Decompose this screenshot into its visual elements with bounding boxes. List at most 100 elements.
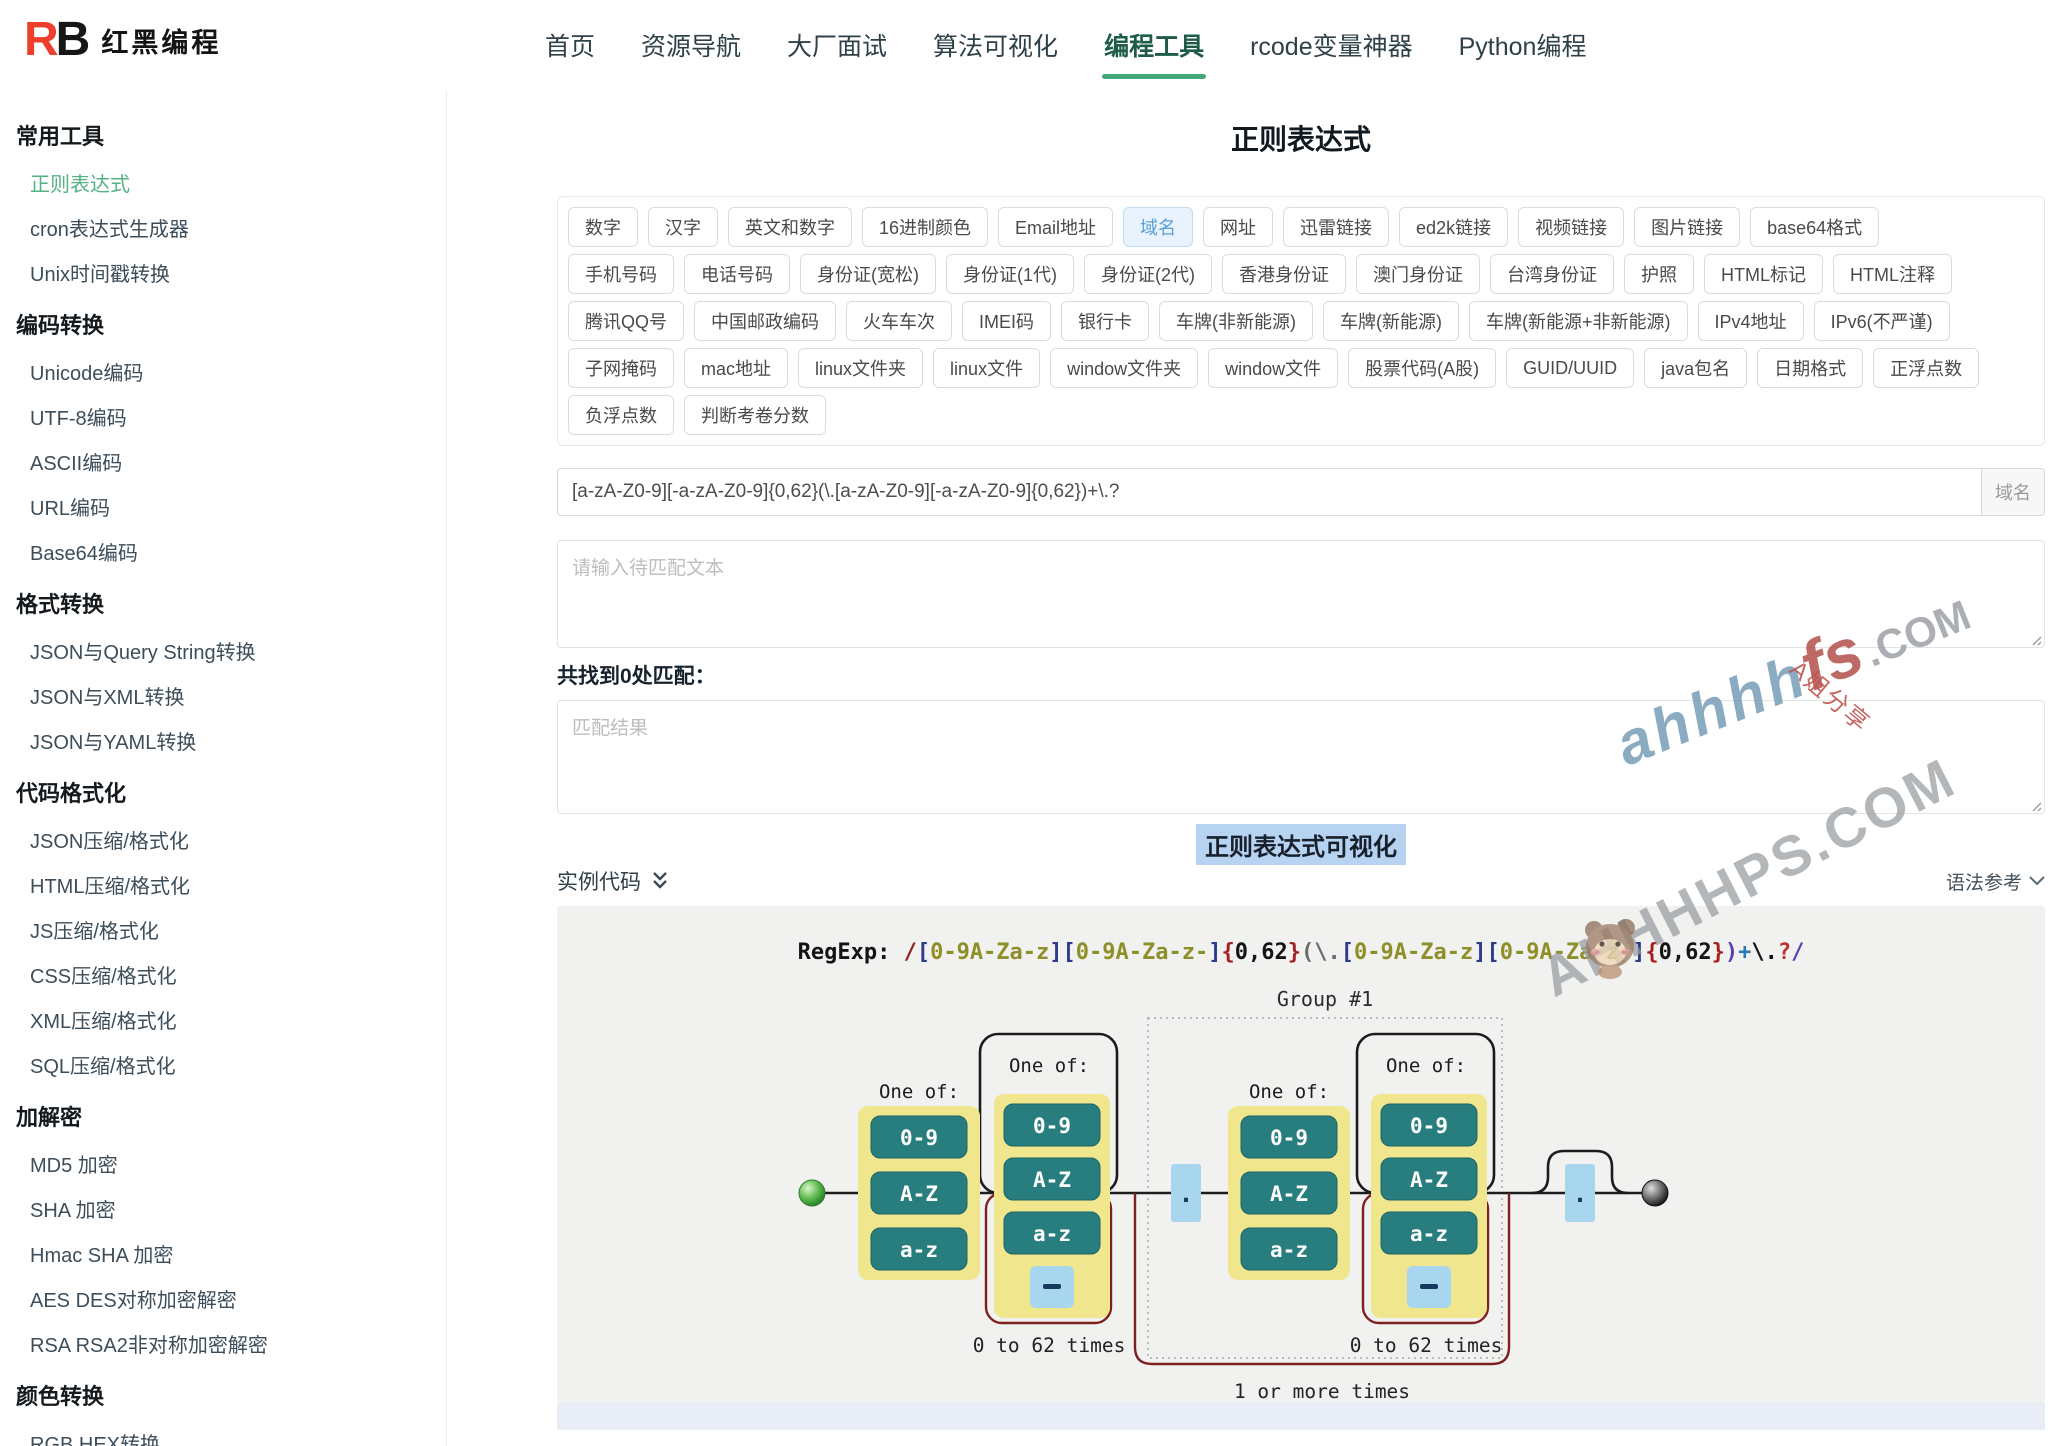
preset-row: 手机号码电话号码身份证(宽松)身份证(1代)身份证(2代)香港身份证澳门身份证台… (568, 254, 2034, 294)
preset-button[interactable]: ed2k链接 (1399, 207, 1509, 247)
preset-button[interactable]: 英文和数字 (728, 207, 852, 247)
preset-button[interactable]: Email地址 (998, 207, 1114, 247)
sidebar-item[interactable]: AES DES对称加密解密 (30, 1290, 237, 1312)
preset-button[interactable]: 迅雷链接 (1283, 207, 1390, 247)
preset-button[interactable]: 车牌(新能源) (1323, 301, 1460, 341)
nav-item[interactable]: 大厂面试 (787, 33, 888, 61)
nav-item[interactable]: 首页 (545, 33, 596, 61)
preset-button[interactable]: 判断考卷分数 (684, 395, 826, 435)
preset-button[interactable]: 中国邮政编码 (694, 301, 837, 341)
group-repeat-loop (1133, 1193, 1511, 1366)
regexp-token: 0-9A-Za-z (1353, 940, 1474, 965)
regex-pattern-input[interactable] (557, 468, 1981, 516)
resize-handle[interactable] (2028, 798, 2042, 812)
example-code-toggle[interactable]: 实例代码 (557, 866, 670, 896)
preset-button[interactable]: window文件夹 (1050, 348, 1199, 388)
nav-item[interactable]: Python编程 (1458, 33, 1587, 61)
end-node (1641, 1179, 1669, 1207)
sidebar-item[interactable]: JSON与Query String转换 (30, 642, 256, 664)
sidebar-item[interactable]: JSON与YAML转换 (30, 732, 197, 754)
one-of-label: One of: (879, 1081, 959, 1103)
preset-button[interactable]: window文件 (1208, 348, 1339, 388)
sidebar-item[interactable]: RGB HEX转换 (30, 1434, 161, 1446)
preset-button[interactable]: IMEI码 (962, 301, 1052, 341)
preset-button[interactable]: 火车车次 (846, 301, 953, 341)
preset-button[interactable]: HTML注释 (1833, 254, 1952, 294)
site-logo[interactable]: RB 红黑编程 (24, 16, 221, 64)
regexp-token: [ (916, 940, 931, 965)
preset-button[interactable]: 手机号码 (568, 254, 674, 294)
preset-button[interactable]: 车牌(非新能源) (1159, 301, 1314, 341)
preset-button[interactable]: 身份证(宽松) (800, 254, 936, 294)
preset-button[interactable]: 护照 (1624, 254, 1694, 294)
preset-button[interactable]: 汉字 (648, 207, 718, 247)
sidebar-item[interactable]: Unix时间戳转换 (30, 264, 171, 286)
sidebar-item[interactable]: SQL压缩/格式化 (30, 1056, 176, 1078)
preset-button[interactable]: 正浮点数 (1873, 348, 1980, 388)
quantifier-label: 0 to 62 times (1350, 1334, 1503, 1357)
nav-item[interactable]: 编程工具 (1102, 27, 1207, 79)
nav-item[interactable]: 资源导航 (641, 33, 742, 61)
logo-mark: RB (24, 13, 90, 66)
regexp-token: ( (1300, 940, 1315, 965)
sidebar-item[interactable]: URL编码 (30, 498, 111, 520)
preset-button[interactable]: 子网掩码 (568, 348, 674, 388)
preset-button[interactable]: 日期格式 (1757, 348, 1864, 388)
preset-button[interactable]: IPv4地址 (1697, 301, 1804, 341)
logo-letter-r: R (24, 13, 59, 66)
resize-handle[interactable] (2028, 632, 2042, 646)
sidebar-item[interactable]: 正则表达式 (30, 174, 130, 196)
preset-button[interactable]: 域名 (1123, 207, 1194, 247)
char-range-box: A-Z (1270, 1182, 1308, 1206)
preset-button[interactable]: 身份证(2代) (1084, 254, 1212, 294)
preset-button[interactable]: 股票代码(A股) (1348, 348, 1497, 388)
preset-button[interactable]: mac地址 (684, 348, 789, 388)
match-text-input[interactable] (557, 540, 2045, 648)
preset-button[interactable]: 腾讯QQ号 (568, 301, 685, 341)
preset-button[interactable]: 网址 (1203, 207, 1274, 247)
preset-button[interactable]: 台湾身份证 (1490, 254, 1614, 294)
sidebar-item[interactable]: Hmac SHA 加密 (30, 1245, 174, 1267)
sidebar-item[interactable]: cron表达式生成器 (30, 219, 189, 241)
preset-button[interactable]: 图片链接 (1634, 207, 1741, 247)
preset-button[interactable]: 车牌(新能源+非新能源) (1469, 301, 1688, 341)
match-result-output[interactable] (557, 700, 2045, 814)
sidebar-item[interactable]: JSON压缩/格式化 (30, 831, 189, 853)
sidebar-item[interactable]: JSON与XML转换 (30, 687, 185, 709)
sidebar-item[interactable]: UTF-8编码 (30, 408, 127, 430)
preset-button[interactable]: 澳门身份证 (1356, 254, 1480, 294)
dot-glyph: . (1179, 1180, 1193, 1208)
sidebar-item[interactable]: HTML压缩/格式化 (30, 876, 190, 898)
nav-item[interactable]: rcode变量神器 (1250, 33, 1413, 61)
preset-button[interactable]: 数字 (568, 207, 638, 247)
preset-button[interactable]: 16进制颜色 (862, 207, 989, 247)
preset-button[interactable]: IPv6(不严谨) (1813, 301, 1950, 341)
sidebar-item[interactable]: JS压缩/格式化 (30, 921, 159, 943)
sidebar-item[interactable]: Base64编码 (30, 543, 138, 565)
preset-button[interactable]: linux文件夹 (798, 348, 924, 388)
regexp-token: ? (1777, 940, 1792, 965)
preset-button[interactable]: java包名 (1644, 348, 1748, 388)
preset-button[interactable]: 负浮点数 (568, 395, 674, 435)
preset-button[interactable]: 电话号码 (684, 254, 790, 294)
sidebar-item[interactable]: XML压缩/格式化 (30, 1011, 177, 1033)
preset-button[interactable]: 银行卡 (1061, 301, 1150, 341)
preset-button[interactable]: GUID/UUID (1506, 348, 1635, 388)
preset-button[interactable]: 视频链接 (1518, 207, 1625, 247)
sidebar-item[interactable]: SHA 加密 (30, 1200, 116, 1222)
sidebar-item[interactable]: ASCII编码 (30, 453, 123, 475)
syntax-reference-label: 语法参考 (1945, 872, 2022, 894)
sidebar-item[interactable]: CSS压缩/格式化 (30, 966, 177, 988)
syntax-reference-toggle[interactable]: 语法参考 (1946, 868, 2045, 895)
sidebar-item[interactable]: Unicode编码 (30, 363, 144, 385)
sidebar-item[interactable]: MD5 加密 (30, 1155, 118, 1177)
preset-button[interactable]: HTML标记 (1704, 254, 1823, 294)
preset-button[interactable]: 香港身份证 (1222, 254, 1346, 294)
sidebar-item[interactable]: RSA RSA2非对称加密解密 (30, 1335, 268, 1357)
preset-button[interactable]: base64格式 (1750, 207, 1880, 247)
preset-button[interactable]: 身份证(1代) (946, 254, 1074, 294)
preset-button[interactable]: linux文件 (933, 348, 1041, 388)
nav-item[interactable]: 算法可视化 (933, 33, 1059, 61)
